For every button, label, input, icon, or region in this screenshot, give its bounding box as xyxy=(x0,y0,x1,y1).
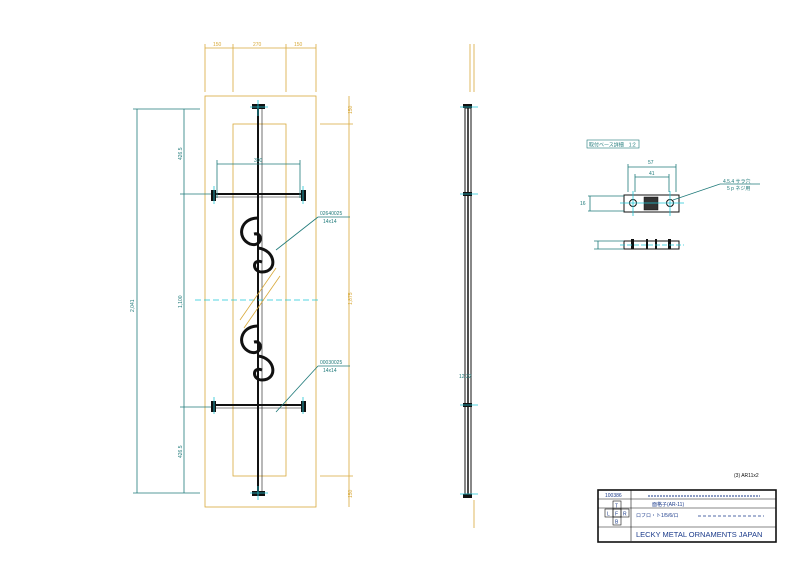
title-block-code: 100386 xyxy=(605,493,622,499)
callout-lower-size: 14x14 xyxy=(323,368,337,374)
top-dim-1: 150 xyxy=(213,42,222,48)
callout-lower-part-no: 00030025 xyxy=(320,360,342,366)
svg-text:T: T xyxy=(615,504,618,510)
title-block-name: 面格子(AR-11) xyxy=(652,501,684,508)
side-view: 12.22 xyxy=(459,44,478,528)
dim-inner-41: 41 xyxy=(649,171,655,177)
svg-text:B: B xyxy=(615,520,619,526)
title-block: 100386 面格子(AR-11) ロフロ・ト1/5/6/ロ LECKY MET… xyxy=(597,489,777,543)
projection-symbol: T L F R B xyxy=(604,500,630,526)
front-view: 150 270 150 2,041 426.5 1,100 426.5 150 … xyxy=(130,42,354,508)
svg-text:L: L xyxy=(607,512,610,518)
callout-upper-part-no: 02640025 xyxy=(320,211,342,217)
overall-height-dim: 2,041 xyxy=(130,299,136,312)
width-dim-300: 300 xyxy=(254,158,263,164)
top-dim-2: 270 xyxy=(253,42,262,48)
base-plate-top xyxy=(623,194,680,213)
right-dim-bot: 150 xyxy=(348,489,354,498)
mount-caps xyxy=(211,104,306,496)
svg-text:R: R xyxy=(623,512,627,518)
title-block-company: LECKY METAL ORNAMENTS JAPAN xyxy=(636,530,762,539)
dim-outer-57: 57 xyxy=(648,160,654,166)
lower-scroll-ornament xyxy=(240,324,275,382)
upper-scroll-ornament xyxy=(240,216,275,274)
outer-frame xyxy=(204,95,317,508)
side-dim-label: 12.22 xyxy=(459,374,472,380)
left-dim-bot: 426.5 xyxy=(178,445,184,458)
dim-height-16: 16 xyxy=(580,201,586,207)
top-dim-3: 150 xyxy=(294,42,303,48)
base-detail-title: 取付ベース詳細 1:2 xyxy=(589,142,636,149)
hole-note-1: 4.5.4 サラ穴 xyxy=(723,178,751,185)
right-dim-mid: 1,875 xyxy=(348,292,354,305)
svg-text:F: F xyxy=(615,512,618,518)
hole-note-2: 5 p ネジ用 xyxy=(727,186,750,192)
base-detail: 取付ベース詳細 1:2 57 41 16 4.5.4 サラ穴 5 p ネジ用 xyxy=(580,139,760,250)
right-dim-top: 150 xyxy=(348,105,354,114)
callout-upper-size: 14x14 xyxy=(323,219,337,225)
sheet-note: (3) AR11x2 xyxy=(734,473,759,479)
left-dim-top: 426.5 xyxy=(178,147,184,160)
left-dim-mid: 1,100 xyxy=(178,295,184,308)
title-block-row3: ロフロ・ト1/5/6/ロ xyxy=(636,513,679,519)
